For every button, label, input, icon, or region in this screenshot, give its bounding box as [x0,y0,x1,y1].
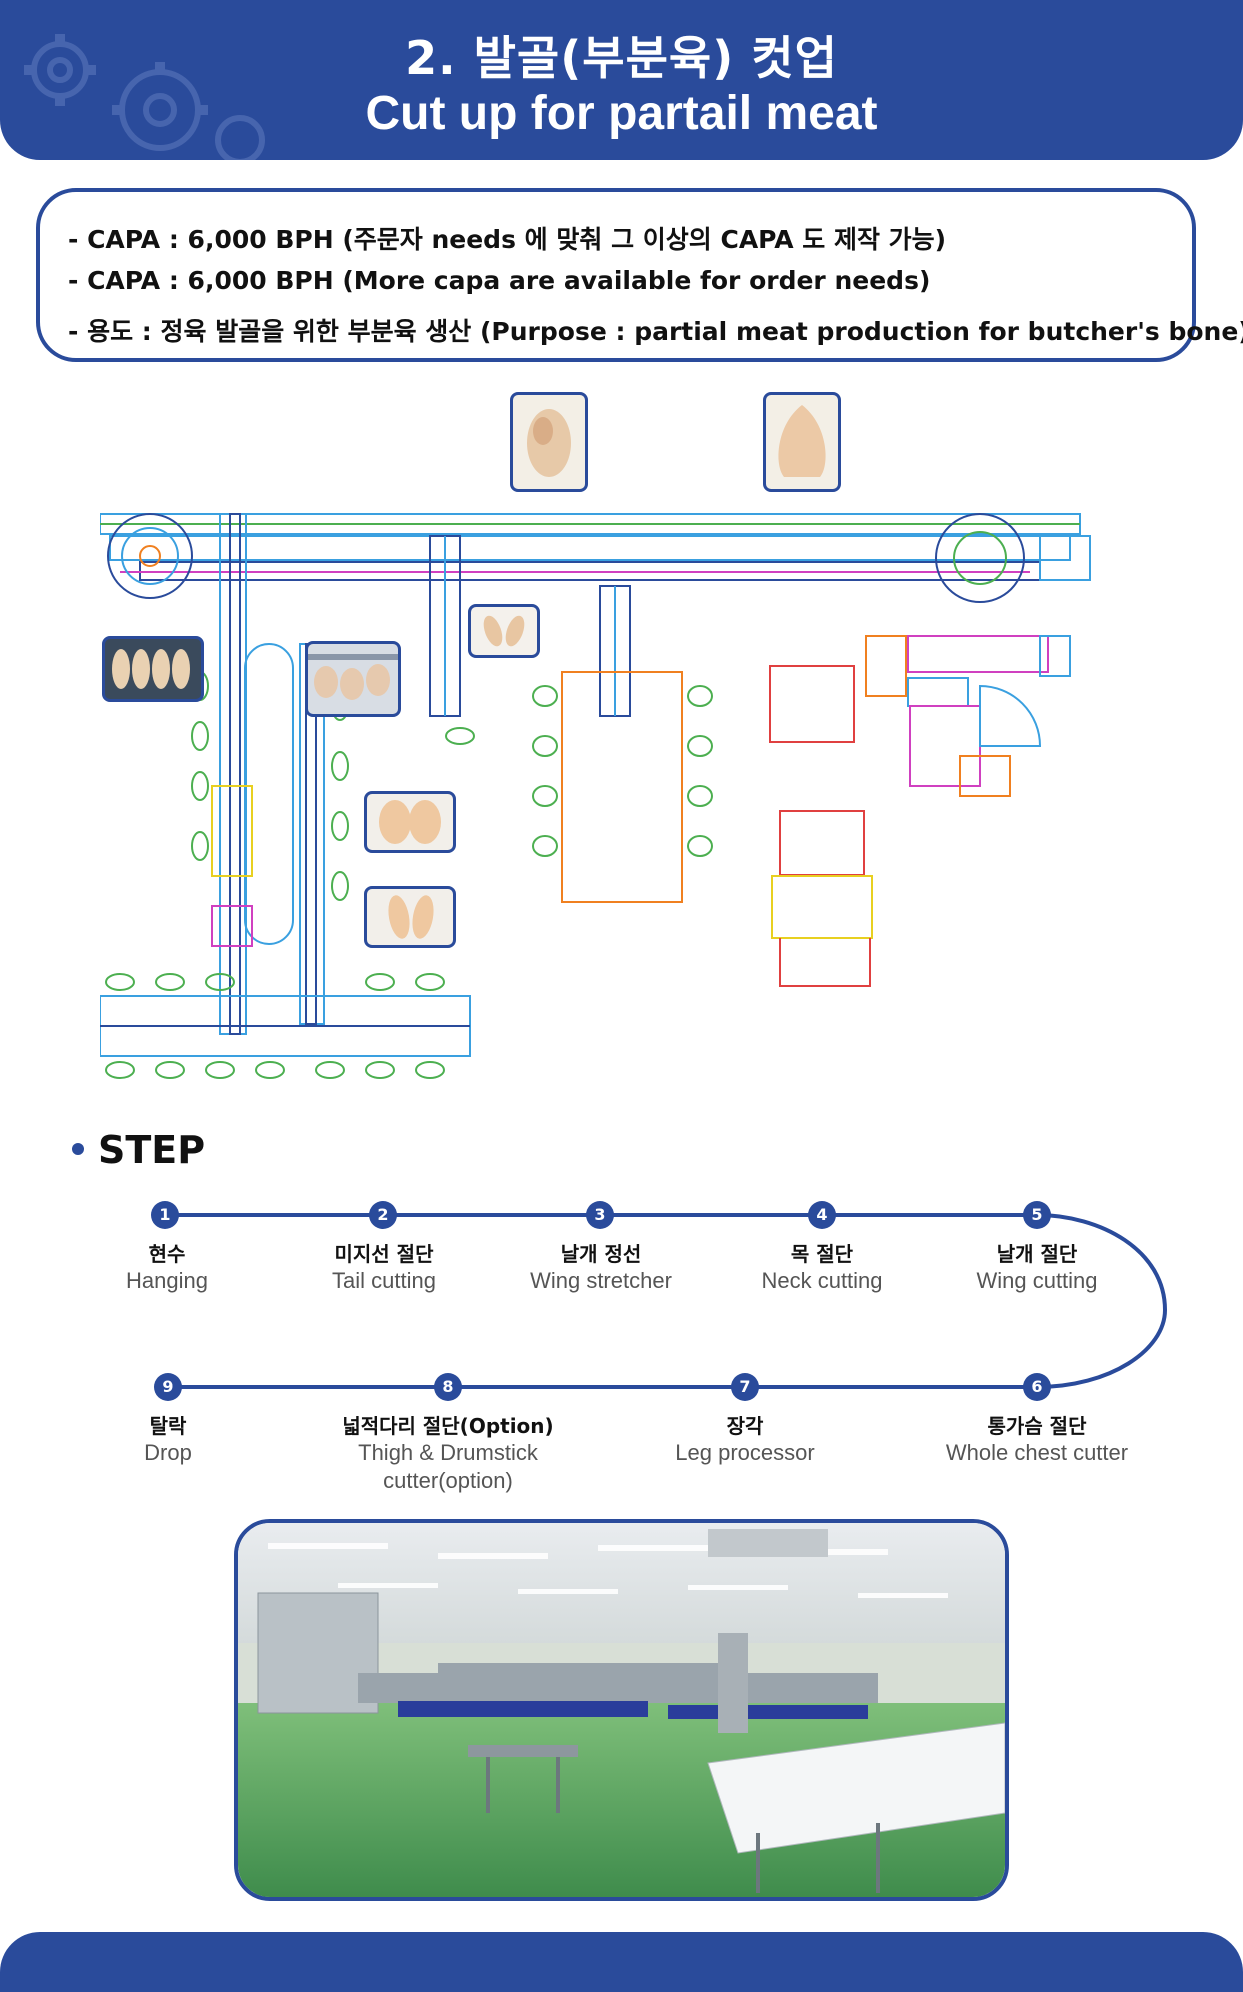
step-9-label-en: Drop [144,1440,192,1465]
step-5-label-ko: 날개 절단 [996,1242,1078,1266]
step-number-2: 2 [369,1201,397,1229]
step-7: 장각 Leg processor [675,1410,814,1467]
step-heading: STEP [72,1128,205,1172]
bullet-icon [72,1142,84,1155]
breast-meat-photo [763,392,841,492]
plant-layout-drawing [99,386,1110,1086]
step-number-3: 3 [586,1201,614,1229]
step-number-6: 6 [1023,1373,1051,1401]
chest-meat-photo [364,791,456,853]
footer-band [0,1932,1243,1992]
step-8: 넓적다리 절단(Option) Thigh & Drumstick cutter… [342,1410,553,1495]
factory-floor-photo [234,1519,1009,1901]
step-5-label-en: Wing cutting [976,1268,1098,1293]
step-3: 날개 정선 Wing stretcher [530,1238,672,1295]
step-9: 탈락 Drop [144,1410,192,1467]
capacity-box: - CAPA : 6,000 BPH (주문자 needs 에 맞춰 그 이상의… [36,188,1243,362]
step-8-label-ko: 넓적다리 절단(Option) [342,1414,554,1438]
step-8-label-en: Thigh & Drumstick [358,1440,538,1465]
step-9-label-ko: 탈락 [149,1414,187,1438]
step-number-7: 7 [731,1373,759,1401]
step-number-8: 8 [434,1373,462,1401]
page-title-english: Cut up for partail meat [365,87,878,140]
header-banner: 2. 발골(부분육) 컷업 Cut up for partail meat [0,0,1243,160]
step-3-label-en: Wing stretcher [530,1268,672,1293]
step-number-5: 5 [1023,1201,1051,1229]
step-6-label-ko: 통가슴 절단 [987,1414,1087,1438]
step-4: 목 절단 Neck cutting [761,1238,882,1295]
page-title-korean: 2. 발골(부분육) 컷업 [405,31,838,85]
capa-line-korean: - CAPA : 6,000 BPH (주문자 needs 에 맞춰 그 이상의… [68,225,947,254]
step-6: 통가슴 절단 Whole chest cutter [946,1410,1128,1467]
step-2-label-en: Tail cutting [332,1268,436,1293]
step-number-1: 1 [151,1201,179,1229]
cad-layout-svg [99,513,1091,1079]
step-1-label-en: Hanging [126,1268,208,1293]
step-heading-text: STEP [98,1128,206,1172]
step-2: 미지선 절단 Tail cutting [332,1238,436,1295]
step-4-label-ko: 목 절단 [790,1242,854,1266]
step-4-label-en: Neck cutting [761,1268,883,1293]
step-6-label-en: Whole chest cutter [945,1440,1129,1465]
tail-cutting-photo [305,641,401,717]
step-number-9: 9 [154,1373,182,1401]
step-7-label-en: Leg processor [675,1440,815,1465]
leg-meat-photo [364,886,456,948]
step-8-label-en-2: cutter(option) [383,1468,513,1493]
step-2-label-ko: 미지선 절단 [334,1242,434,1266]
hanging-carcass-photo [102,636,204,702]
step-5: 날개 절단 Wing cutting [976,1238,1097,1295]
capa-line-english: - CAPA : 6,000 BPH (More capa are availa… [68,266,931,295]
step-1-label-ko: 현수 [148,1242,186,1266]
purpose-line: - 용도 : 정육 발골을 위한 부분육 생산 (Purpose : parti… [68,317,1243,346]
gears-icon [24,34,265,160]
whole-chicken-photo [510,392,588,492]
step-7-label-ko: 장각 [726,1414,764,1438]
step-1: 현수 Hanging [126,1238,208,1295]
step-3-label-ko: 날개 정선 [560,1242,642,1266]
wing-photo [468,604,540,658]
step-number-4: 4 [808,1201,836,1229]
step-flow-line [165,1213,1168,1389]
